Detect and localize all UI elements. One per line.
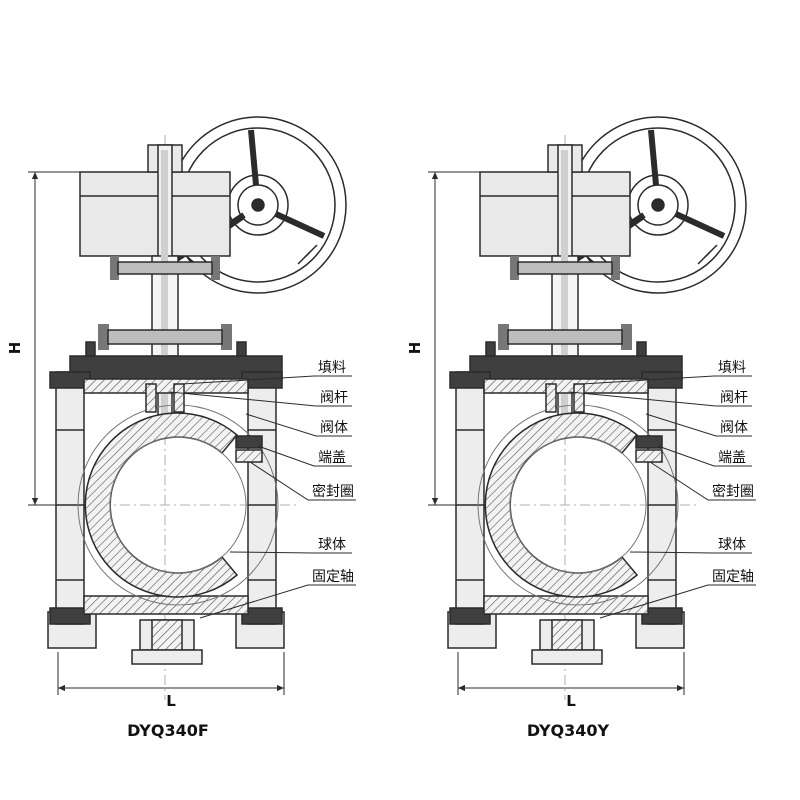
part-label-sealring: 密封圈 (712, 483, 754, 500)
part-label-ball: 球体 (318, 537, 346, 553)
model-label: DYQ340F (127, 721, 209, 740)
dim-h-label: H (406, 342, 424, 355)
valve-left-annotations: 填料 阀杆 阀体 端盖 密封圈 球体 固定轴 H L DYQ340F (6, 342, 356, 740)
part-label-ball: 球体 (718, 537, 746, 553)
dim-l-label: L (166, 692, 176, 710)
valve-drawing-right (428, 117, 746, 700)
valve-drawing-left (28, 117, 346, 700)
part-label-fixedshaft: 固定轴 (712, 569, 754, 585)
part-label-packing: 填料 (318, 360, 346, 376)
model-label: DYQ340Y (527, 721, 610, 740)
part-label-stem: 阀杆 (320, 390, 348, 406)
dim-l-label: L (566, 692, 576, 710)
part-label-packing: 填料 (718, 360, 746, 376)
dim-h-label: H (6, 342, 24, 355)
part-label-fixedshaft: 固定轴 (312, 569, 354, 585)
part-label-stem: 阀杆 (720, 390, 748, 406)
part-label-endcap: 端盖 (718, 450, 746, 466)
part-label-body: 阀体 (320, 420, 348, 436)
part-label-endcap: 端盖 (318, 450, 346, 466)
valve-right-annotations: 填料 阀杆 阀体 端盖 密封圈 球体 固定轴 H L DYQ340Y (406, 342, 756, 740)
part-label-sealring: 密封圈 (312, 483, 354, 500)
part-label-body: 阀体 (720, 420, 748, 436)
